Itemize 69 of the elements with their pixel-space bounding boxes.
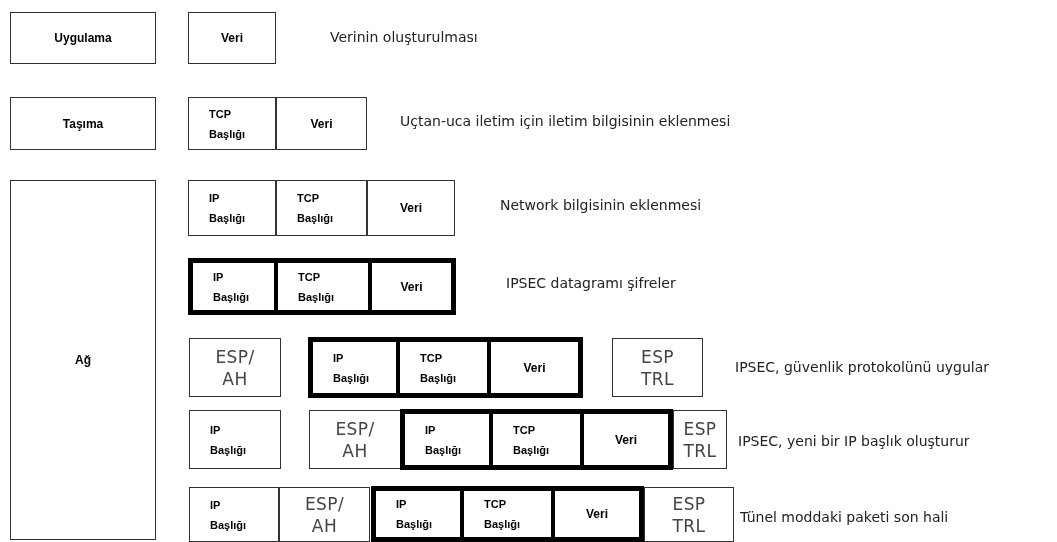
packet-field [311,340,398,395]
packet-field [189,338,281,397]
packet-field [276,261,370,312]
packet-field [188,97,276,150]
field-label: IP Başlığı [209,191,246,226]
field-label: ESP TRL [640,345,675,390]
packet-field [276,97,367,150]
field-label: IP Başlığı [210,497,247,533]
field-label: Taşıma [62,115,104,133]
encrypted-block-frame [400,409,673,470]
step-description: Uçtan-uca iletim için iletim bilgisinin eklenmesi [400,112,731,131]
field-label: Ağ [75,352,91,369]
field-label: ESP TRL [683,417,717,462]
encrypted-block-frame [308,337,583,398]
field-label: IP Başlığı [425,422,462,458]
packet-field [191,261,276,312]
packet-field [367,180,455,236]
packet-field [612,338,703,397]
field-label: Veri [221,30,243,47]
packet-field [491,412,582,467]
field-label: Veri [400,200,422,217]
field-label: TCP Başlığı [297,191,334,226]
encrypted-block-frame [371,486,644,542]
field-label: ESP/ AH [304,492,345,537]
packet-field [10,180,156,540]
field-label: TCP Başlığı [420,350,457,386]
step-description: Verinin oluşturulması [330,28,478,47]
step-description: IPSEC, yeni bir IP başlık oluşturur [738,432,970,451]
packet-field [582,412,670,467]
packet-field [374,489,462,539]
field-label: Veri [615,431,637,449]
field-label: IP Başlığı [333,350,370,386]
step-description: Tünel moddaki paketi son hali [740,508,949,527]
step-description: IPSEC, güvenlik protokolünü uygular [735,358,990,377]
packet-field [462,489,553,539]
field-label: Veri [586,506,608,523]
field-label: TCP Başlığı [298,269,335,305]
packet-field [189,410,281,469]
field-label: TCP Başlığı [209,106,246,142]
packet-field [644,487,734,542]
packet-field [279,487,370,542]
field-label: Veri [523,359,546,377]
field-label: Veri [310,115,333,133]
packet-field [276,180,367,236]
packet-field [309,410,401,469]
packet-field [398,340,489,395]
field-label: IP Başlığı [210,422,247,458]
field-label: IP Başlığı [213,269,250,305]
field-label: ESP/ AH [215,345,255,390]
packet-field [10,12,156,64]
field-label: ESP TRL [672,492,706,537]
step-description: IPSEC datagramı şifreler [506,274,676,293]
field-label: IP Başlığı [396,497,433,532]
packet-field [673,410,727,469]
field-label: TCP Başlığı [484,497,521,532]
field-label: Veri [400,278,423,296]
field-label: ESP/ AH [335,417,375,462]
packet-field [553,489,641,539]
packet-field [489,340,580,395]
packet-field [188,12,276,64]
step-description: Network bilgisinin eklenmesi [500,196,702,215]
packet-field [188,180,276,236]
packet-field [370,261,453,312]
packet-field [189,487,279,542]
packet-field [10,97,156,150]
encrypted-block-frame [188,258,456,315]
field-label: TCP Başlığı [513,422,550,458]
field-label: Uygulama [54,30,112,47]
packet-field [403,412,491,467]
